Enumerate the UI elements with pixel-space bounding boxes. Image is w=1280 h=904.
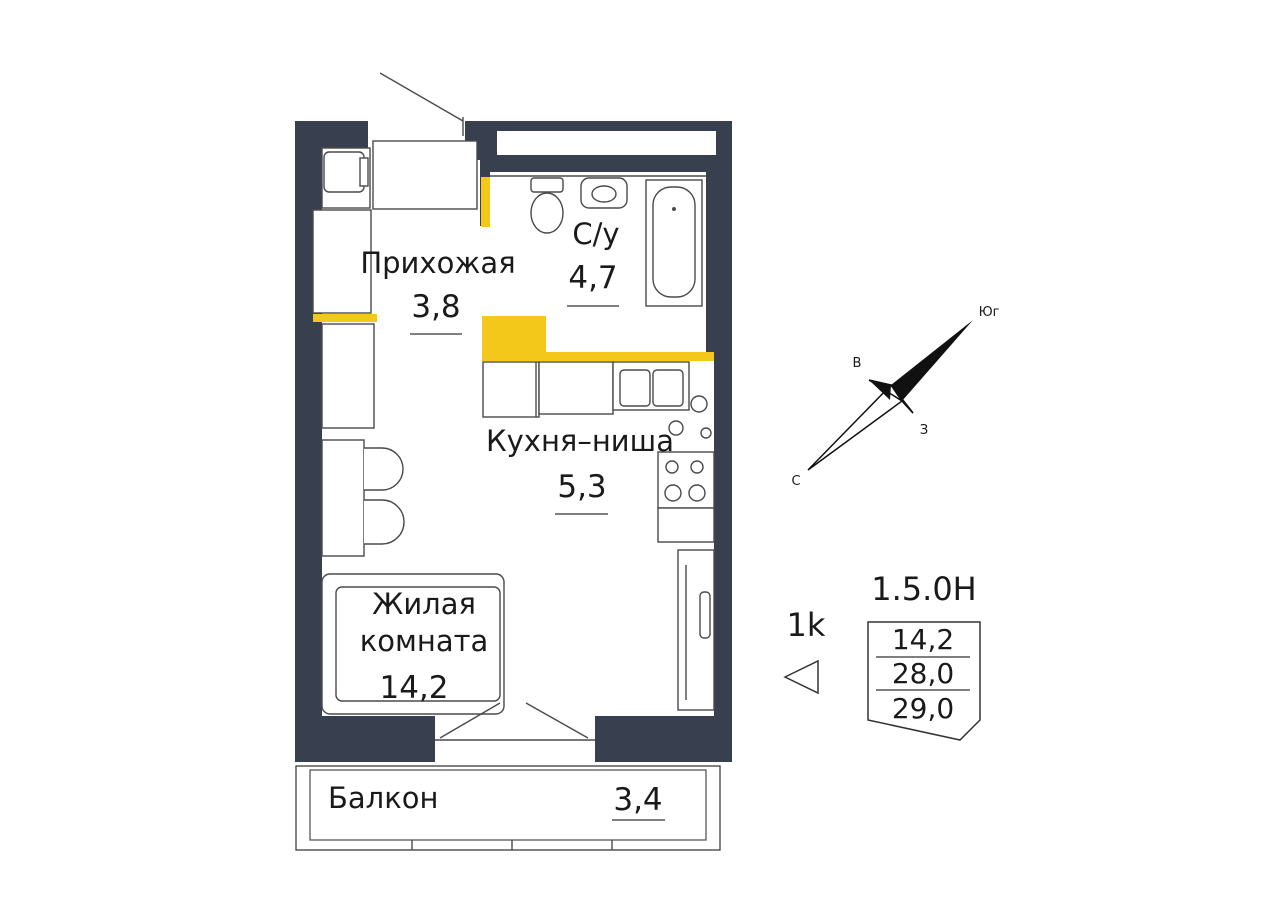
kitchen-counter-mid	[538, 361, 614, 415]
bathroom-wall-right	[706, 160, 714, 360]
bathtub-drain	[672, 207, 676, 211]
sink-bowl-right	[652, 369, 684, 407]
compass-label-north: С	[791, 474, 800, 489]
accent-block	[482, 316, 546, 361]
entrance-door-leaf	[379, 72, 464, 122]
kitchen-appliance	[690, 395, 708, 413]
stove-burner-2	[690, 460, 704, 474]
kitchen-area: 5,3	[557, 469, 606, 505]
living-name-line2: комната	[360, 624, 489, 658]
compass-rose: С Юг В З	[791, 305, 999, 489]
balcony-door-opening	[435, 716, 595, 762]
apartment-code: 1.5.0Н	[871, 570, 976, 608]
stove-burner-3	[664, 484, 682, 502]
sofa	[321, 573, 505, 715]
accent-partition-kitchen	[546, 352, 714, 361]
living-furniture	[321, 439, 715, 739]
accent-partition-top	[481, 177, 490, 227]
bathtub	[645, 179, 703, 307]
top-window	[497, 131, 716, 155]
kitchen-cabinet-lower	[657, 507, 715, 543]
kitchen-sink-counter	[612, 361, 690, 411]
kitchen-tap	[668, 420, 684, 436]
balcony-outline	[295, 765, 721, 851]
room-labels: Прихожая 3,8 С/у 4,7 Кухня–ниша 5,3 Жила…	[328, 217, 674, 821]
dining-table	[321, 439, 365, 557]
hallway-name: Прихожая	[360, 246, 515, 280]
balcony-inner	[309, 769, 707, 841]
toilet-bowl	[530, 192, 564, 234]
balcony-name: Балкон	[328, 781, 438, 815]
stove-burner-1	[665, 460, 679, 474]
stove	[657, 451, 715, 509]
stove-burner-4	[688, 484, 706, 502]
hallway-area: 3,8	[411, 289, 460, 325]
kitchen-knob	[700, 427, 712, 439]
balcony-door-leaf-right	[525, 702, 589, 739]
sofa-seat	[335, 586, 501, 702]
bathroom-fixtures	[530, 177, 703, 307]
balcony	[295, 765, 721, 851]
accent-partition-hall	[313, 314, 377, 322]
sink	[580, 177, 628, 209]
bathroom-name: С/у	[572, 217, 619, 251]
hall-chair-back	[359, 157, 369, 187]
accent-partitions	[313, 177, 714, 361]
bathroom-area: 4,7	[568, 260, 617, 296]
apartment-type: 1k	[787, 606, 826, 644]
area-badge	[867, 621, 981, 741]
area-with-balcony: 29,0	[892, 692, 954, 725]
balcony-door-leaf-left	[439, 702, 501, 739]
kitchen-counter-left	[482, 361, 540, 418]
toilet-tank	[530, 177, 564, 193]
compass-arm-east	[869, 380, 891, 400]
hall-shelf	[321, 323, 375, 429]
hall-wardrobe	[312, 209, 372, 314]
kitchen-fixtures	[482, 361, 715, 543]
chair-1	[364, 447, 404, 491]
compass-center	[868, 379, 914, 414]
entrance-marker-icon	[783, 659, 819, 695]
sink-bowl-left	[619, 369, 651, 407]
hall-chair	[323, 151, 365, 193]
entrance-door	[379, 72, 464, 136]
hallway-furniture	[312, 140, 478, 429]
balcony-area: 3,4	[613, 782, 662, 818]
living-area: 14,2	[379, 670, 448, 706]
living-name-line1: Жилая	[372, 587, 476, 621]
kitchen-name: Кухня–ниша	[486, 424, 674, 458]
wardrobe-handle	[699, 591, 711, 639]
sink-basin	[591, 185, 617, 203]
compass-label-south: Юг	[979, 305, 1000, 320]
bathroom-wall-top	[480, 160, 714, 172]
compass-needle-south	[891, 320, 973, 401]
hall-cabinet	[372, 140, 478, 210]
compass-label-east: В	[853, 356, 862, 371]
apartment-info: 1k 1.5.0Н 14,2 28,0 29,0	[783, 570, 981, 741]
bathtub-inner	[652, 186, 696, 298]
area-total: 28,0	[892, 657, 954, 690]
compass-label-west: З	[920, 423, 928, 438]
chair-2	[364, 499, 405, 545]
area-living: 14,2	[892, 623, 954, 656]
